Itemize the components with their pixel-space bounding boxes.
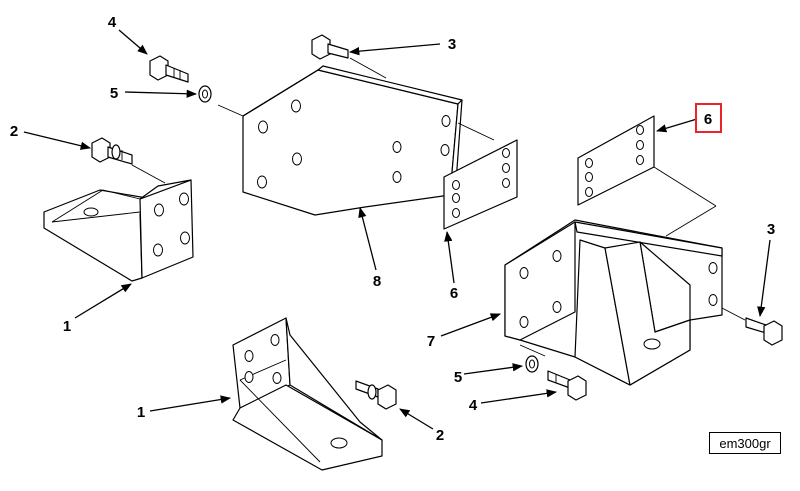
leader-lines	[23, 29, 771, 430]
leader-5-lower	[463, 363, 524, 375]
callout-2-lower: 2	[436, 427, 444, 444]
callout-5-lower: 5	[454, 369, 462, 386]
callout-6-center: 6	[450, 285, 458, 302]
callout-1-upper: 1	[63, 318, 71, 335]
callout-3-upper: 3	[448, 36, 456, 53]
leader-7	[440, 313, 501, 337]
mount-assembly-part-7	[504, 219, 746, 386]
callout-2-upper: 2	[10, 123, 18, 140]
bolt-part-3-upper	[311, 34, 349, 60]
shim-part-6-right	[577, 115, 717, 237]
leader-2-upper	[23, 131, 92, 150]
leader-2-lower	[399, 408, 434, 430]
leader-1-lower	[149, 395, 232, 412]
callout-4-upper: 4	[108, 14, 117, 31]
leader-6-right	[656, 118, 698, 133]
callout-labels: 4 5 2 3 6 8 6 3 1 7 5 4 1 2	[10, 14, 775, 444]
leader-6-center	[444, 230, 455, 284]
washer-part-5-upper	[198, 85, 212, 103]
bolt-part-2-lower	[355, 380, 397, 410]
callout-5-upper: 5	[110, 85, 118, 102]
callout-3-lower: 3	[767, 221, 775, 238]
bolt-part-2-upper	[91, 137, 133, 165]
leader-4-upper	[118, 29, 148, 55]
bolt-part-4-upper	[149, 55, 189, 83]
callout-4-lower: 4	[469, 397, 478, 414]
highlight-box	[695, 103, 722, 133]
callout-8: 8	[373, 273, 381, 290]
shim-part-6-center	[443, 139, 518, 230]
bolt-part-3-lower	[745, 317, 783, 346]
callout-6-right: 6	[704, 111, 712, 128]
callout-7: 7	[427, 333, 435, 350]
leader-8	[358, 206, 377, 271]
figure-id-label: em300gr	[709, 432, 781, 454]
leader-1-upper	[74, 283, 132, 319]
bolt-part-4-lower	[547, 370, 587, 401]
leader-3-lower	[757, 239, 771, 318]
leader-4-lower	[480, 389, 558, 404]
washer-part-5-lower	[525, 355, 539, 373]
bracket-part-1-upper	[43, 164, 194, 282]
bracket-part-1-lower	[232, 317, 383, 471]
callout-1-lower: 1	[137, 404, 145, 421]
leader-5-upper	[124, 89, 198, 98]
leader-3-upper	[348, 43, 441, 56]
